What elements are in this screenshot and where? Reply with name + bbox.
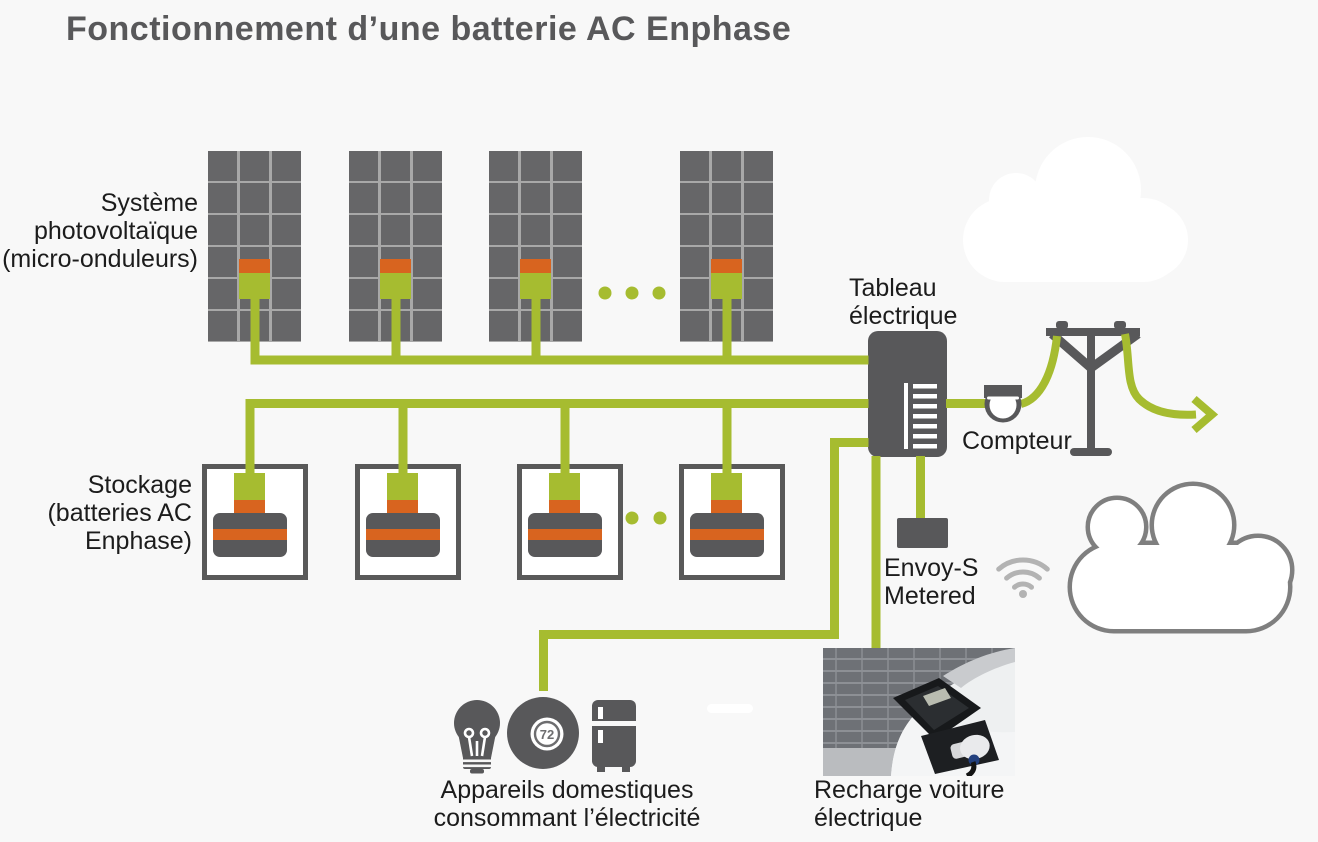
ellipsis-dots bbox=[598, 286, 667, 525]
solar-panel-icon bbox=[680, 151, 773, 342]
electrical-panel-label: Tableau électrique bbox=[849, 274, 958, 330]
battery-body bbox=[213, 513, 287, 557]
envoy-label: Envoy-S Metered bbox=[884, 554, 979, 610]
breaker-bars bbox=[913, 384, 937, 450]
micro-inverter-icon bbox=[711, 259, 742, 299]
meter-icon bbox=[984, 385, 1022, 423]
refrigerator-icon bbox=[590, 700, 638, 772]
light-bulb-icon bbox=[454, 700, 500, 774]
thermostat-icon: 72 bbox=[507, 697, 579, 769]
meter-label: Compteur bbox=[962, 427, 1072, 455]
enlighten-cloud-icon bbox=[1067, 481, 1295, 634]
electrical-panel-icon bbox=[868, 331, 947, 457]
cloud-icon bbox=[963, 137, 1188, 282]
battery-connector bbox=[234, 473, 265, 500]
ev-charging-label: Recharge voiture électrique bbox=[814, 776, 1005, 832]
wifi-icon bbox=[996, 557, 1050, 598]
micro-inverter-icon bbox=[380, 259, 411, 299]
envoy-icon bbox=[897, 518, 948, 548]
battery-icon bbox=[517, 464, 623, 580]
micro-inverter-top bbox=[239, 259, 270, 273]
ev-charging-photo bbox=[823, 648, 1015, 776]
grid-arrow-icon bbox=[1191, 395, 1219, 434]
micro-inverter-icon bbox=[239, 259, 270, 299]
micro-inverter-body bbox=[239, 273, 270, 299]
white-dash bbox=[707, 704, 753, 713]
appliances-label: Appareils domestiques consommant l’élect… bbox=[433, 776, 701, 832]
micro-inverter-icon bbox=[520, 259, 551, 299]
battery-icon bbox=[202, 464, 308, 580]
green-wiring bbox=[245, 296, 1219, 691]
storage-label: Stockage (batteries AC Enphase) bbox=[47, 471, 192, 555]
pv-system-label: Système photovoltaïque (micro-onduleurs) bbox=[2, 189, 198, 273]
battery-icon bbox=[679, 464, 785, 580]
battery-icon bbox=[355, 464, 461, 580]
page-title: Fonctionnement d’une batterie AC Enphase bbox=[66, 10, 792, 48]
solar-panel-icon bbox=[208, 151, 301, 342]
thermostat-value: 72 bbox=[540, 727, 554, 742]
